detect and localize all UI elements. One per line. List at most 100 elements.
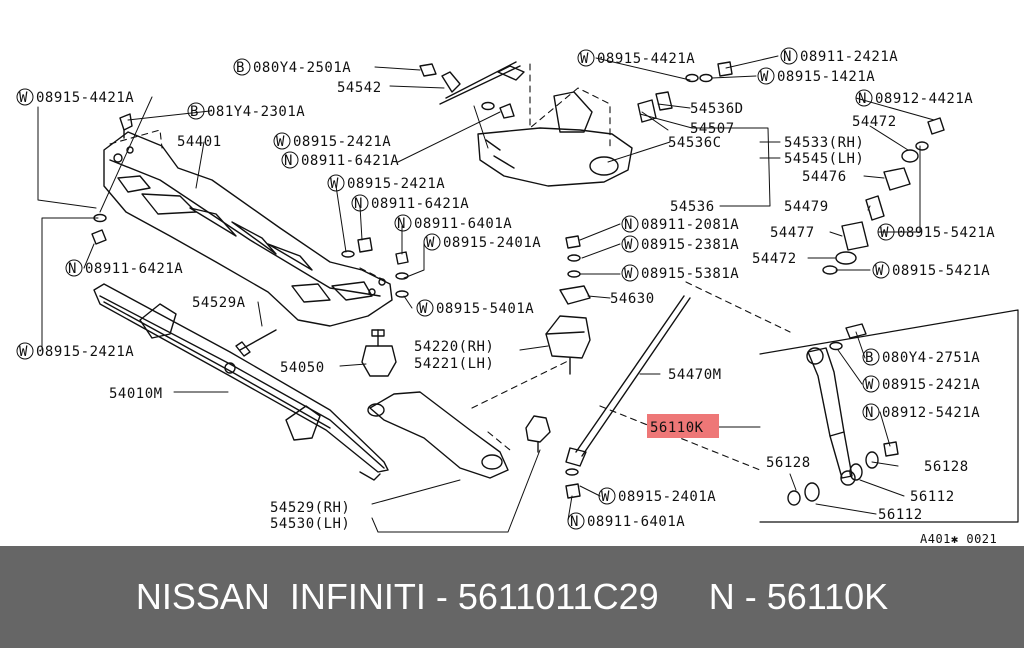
callout-prefix: W	[426, 235, 435, 251]
callout-54536[interactable]: 54536	[670, 199, 715, 215]
callout-54401[interactable]: 54401	[177, 134, 222, 150]
callout-56110K[interactable]: 56110K	[650, 420, 704, 436]
callout-54542[interactable]: 54542	[337, 80, 382, 96]
callout-08915-2401A-bottom[interactable]: W 08915-2401A	[598, 487, 716, 505]
bump-stop-part	[361, 345, 397, 377]
callout-prefix: W	[580, 51, 589, 67]
callout-code: 54476	[802, 169, 847, 185]
callout-prefix: W	[624, 266, 633, 282]
callout-prefix: B	[190, 104, 199, 120]
crossmember-part	[103, 131, 393, 327]
callout-56128-right[interactable]: 56128	[924, 459, 969, 475]
callout-54529-rh[interactable]: 54529(RH)	[270, 500, 350, 516]
callout-prefix: W	[601, 489, 610, 505]
callout-prefix: N	[858, 91, 867, 107]
upper-bracket-part	[477, 127, 633, 187]
callout-code: 56112	[878, 507, 923, 523]
callout-54536D[interactable]: 54536D	[690, 101, 744, 117]
suspension-diagram-svg: B 080Y4-2501A 54542 W 08915-4421A B 081Y4-2…	[16, 47, 1019, 546]
callout-08915-5381A[interactable]: W 08915-5381A	[621, 264, 739, 282]
callout-54630[interactable]: 54630	[610, 291, 655, 307]
callout-08911-6421A-top[interactable]: N 08911-6421A	[281, 151, 399, 169]
callout-54221-lh[interactable]: 54221(LH)	[414, 356, 494, 372]
callout-080Y4-2501A[interactable]: B 080Y4-2501A	[233, 58, 351, 76]
part-number-banner: NISSAN INFINITI - 5611011C29 N - 56110K	[0, 546, 1024, 648]
callout-prefix: W	[419, 301, 428, 317]
callout-code: 54507	[690, 121, 735, 137]
callout-code: 08911-6421A	[301, 153, 399, 169]
callout-code: 54479	[784, 199, 829, 215]
callout-code: 081Y4-2301A	[207, 104, 305, 120]
callout-54470M[interactable]: 54470M	[668, 367, 722, 383]
callout-56112-upper[interactable]: 56112	[910, 489, 955, 505]
callout-code: 08915-4421A	[597, 51, 695, 67]
callout-54536C[interactable]: 54536C	[668, 135, 722, 151]
leaf-spring-part	[93, 283, 389, 473]
callout-54507[interactable]: 54507	[690, 121, 735, 137]
callout-code: 08915-5381A	[641, 266, 739, 282]
callout-54479[interactable]: 54479	[784, 199, 829, 215]
callout-54050[interactable]: 54050	[280, 360, 325, 376]
callout-code: 54401	[177, 134, 222, 150]
callout-54472-top[interactable]: 54472	[852, 114, 897, 130]
callout-54533-rh[interactable]: 54533(RH)	[784, 135, 864, 151]
callout-code: 08915-5421A	[892, 263, 990, 279]
callout-code: 08911-6421A	[85, 261, 183, 277]
callout-code: 56112	[910, 489, 955, 505]
callout-54476[interactable]: 54476	[802, 169, 847, 185]
callout-code: 54536C	[668, 135, 722, 151]
callout-54530-lh[interactable]: 54530(LH)	[270, 516, 350, 532]
callout-56112-lower[interactable]: 56112	[878, 507, 923, 523]
callout-prefix: N	[624, 217, 633, 233]
lower-link-part	[369, 391, 509, 479]
callout-code: 56110K	[650, 420, 704, 436]
callout-08915-4421A-top[interactable]: W 08915-4421A	[577, 49, 695, 67]
callout-code: 08915-1421A	[777, 69, 875, 85]
callout-54472-bottom[interactable]: 54472	[752, 251, 797, 267]
callout-081Y4-2301A[interactable]: B 081Y4-2301A	[187, 102, 305, 120]
callout-code: 54529A	[192, 295, 246, 311]
callout-code: 080Y4-2501A	[253, 60, 351, 76]
callout-54545-lh[interactable]: 54545(LH)	[784, 151, 864, 167]
panhard-rod-part	[575, 295, 691, 457]
callout-code: 54472	[852, 114, 897, 130]
callout-54010M[interactable]: 54010M	[109, 386, 163, 402]
callout-54529A[interactable]: 54529A	[192, 295, 246, 311]
callout-prefix: W	[330, 176, 339, 192]
callout-prefix: B	[236, 60, 245, 76]
callout-prefix: N	[397, 216, 406, 232]
callout-54220-rh[interactable]: 54220(RH)	[414, 339, 494, 355]
callout-code: 54050	[280, 360, 325, 376]
callout-code: 54630	[610, 291, 655, 307]
callout-prefix: N	[783, 49, 792, 65]
callout-code: 54477	[770, 225, 815, 241]
drawing-code: A401✱ 0021	[920, 532, 997, 546]
callout-code: 54542	[337, 80, 382, 96]
callout-56128-left[interactable]: 56128	[766, 455, 811, 471]
callout-code: 54220(RH)	[414, 339, 494, 355]
callout-code: 54536D	[690, 101, 744, 117]
callout-code: 08915-2401A	[618, 489, 716, 505]
callout-54477[interactable]: 54477	[770, 225, 815, 241]
callout-prefix: N	[284, 153, 293, 169]
